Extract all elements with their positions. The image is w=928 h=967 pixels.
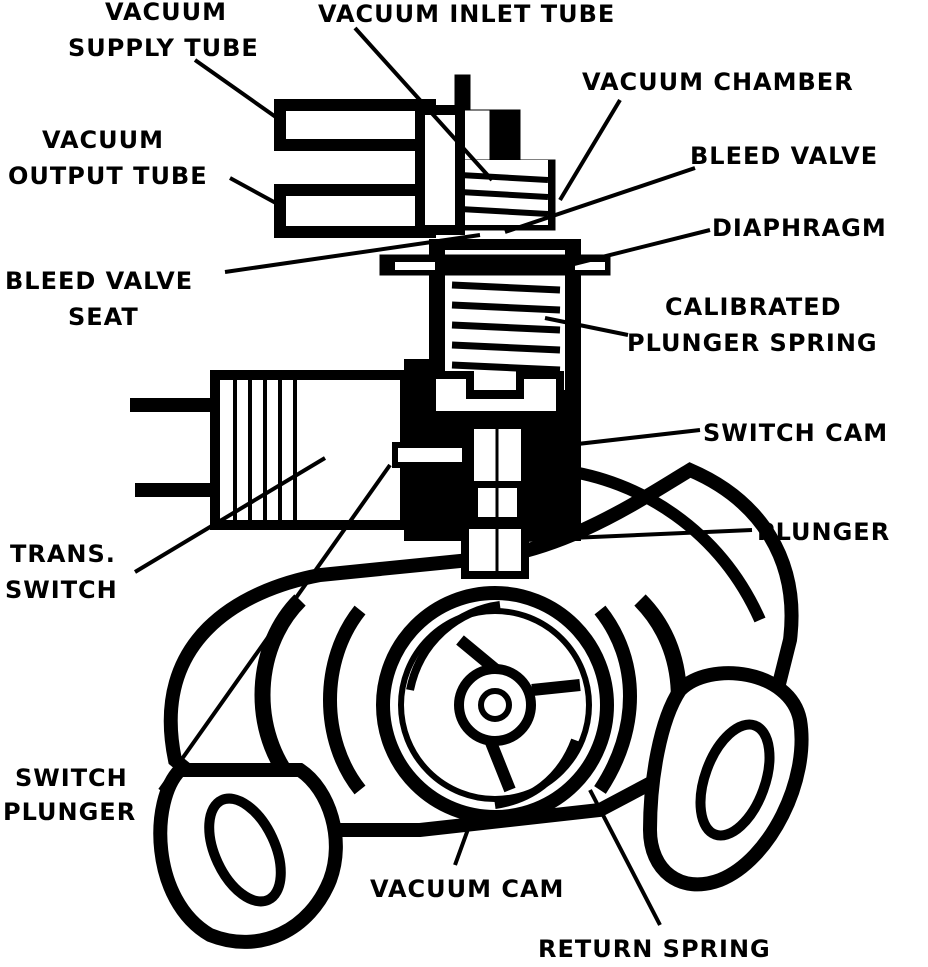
label-vacuum-supply-tube-line1: VACUUM bbox=[105, 0, 227, 26]
leader-bleed-valve-seat bbox=[224, 233, 481, 274]
label-plunger: PLUNGER bbox=[757, 518, 890, 546]
label-switch-plunger-line1: SWITCH bbox=[15, 764, 128, 792]
plunger-assembly bbox=[461, 420, 529, 579]
label-bleed-valve-seat-line2: SEAT bbox=[68, 303, 139, 331]
trans-switch-body bbox=[130, 359, 468, 541]
label-vacuum-output-tube-line1: VACUUM bbox=[42, 126, 164, 154]
leader-trans-switch bbox=[133, 456, 327, 574]
leader-bleed-valve bbox=[504, 166, 696, 234]
leader-vacuum-supply-tube bbox=[193, 58, 282, 122]
throttle-body-rib-2 bbox=[323, 605, 366, 795]
leader-switch-plunger bbox=[158, 463, 392, 792]
leader-switch-cam bbox=[524, 428, 701, 452]
left-mounting-ear bbox=[153, 763, 343, 949]
label-return-spring: RETURN SPRING bbox=[538, 935, 771, 962]
label-vacuum-supply-tube-line2: SUPPLY TUBE bbox=[68, 34, 259, 62]
label-trans-switch-line1: TRANS. bbox=[10, 540, 116, 568]
label-calibrated-spring-line1: CALIBRATED bbox=[665, 293, 842, 321]
leader-vacuum-inlet-tube bbox=[353, 26, 494, 182]
leader-vacuum-chamber bbox=[558, 98, 622, 202]
label-trans-switch-line2: SWITCH bbox=[5, 576, 118, 604]
label-vacuum-inlet-tube: VACUUM INLET TUBE bbox=[318, 0, 615, 28]
leader-vacuum-output-tube bbox=[229, 176, 286, 210]
throttle-body-rib-4 bbox=[594, 605, 637, 794]
labels: VACUUM SUPPLY TUBE VACUUM INLET TUBE VAC… bbox=[3, 0, 890, 963]
right-mounting-ear bbox=[642, 666, 809, 892]
label-vacuum-output-tube-line2: OUTPUT TUBE bbox=[8, 162, 208, 190]
label-switch-plunger-line2: PLUNGER bbox=[3, 798, 136, 826]
label-switch-cam: SWITCH CAM bbox=[703, 419, 888, 447]
leader-diaphragm bbox=[569, 228, 711, 267]
label-diaphragm: DIAPHRAGM bbox=[712, 214, 887, 242]
leader-plunger bbox=[524, 528, 753, 542]
leader-vacuum-cam bbox=[453, 809, 477, 866]
upper-spring bbox=[459, 172, 549, 217]
leader-return-spring bbox=[588, 789, 662, 926]
leader-calibrated-spring bbox=[544, 316, 629, 337]
leader-lines bbox=[133, 26, 753, 926]
label-bleed-valve: BLEED VALVE bbox=[690, 142, 878, 170]
calibrated-plunger-spring bbox=[451, 281, 561, 374]
label-vacuum-cam: VACUUM CAM bbox=[370, 875, 564, 903]
vacuum-cam-wheel bbox=[376, 586, 614, 824]
vacuum-tubes bbox=[274, 99, 465, 238]
label-vacuum-chamber: VACUUM CHAMBER bbox=[582, 68, 854, 96]
label-bleed-valve-seat-line1: BLEED VALVE bbox=[5, 267, 193, 295]
label-calibrated-spring-line2: PLUNGER SPRING bbox=[627, 329, 878, 357]
throttle-body-rib-5 bbox=[559, 464, 766, 623]
spring-seat bbox=[426, 371, 564, 419]
